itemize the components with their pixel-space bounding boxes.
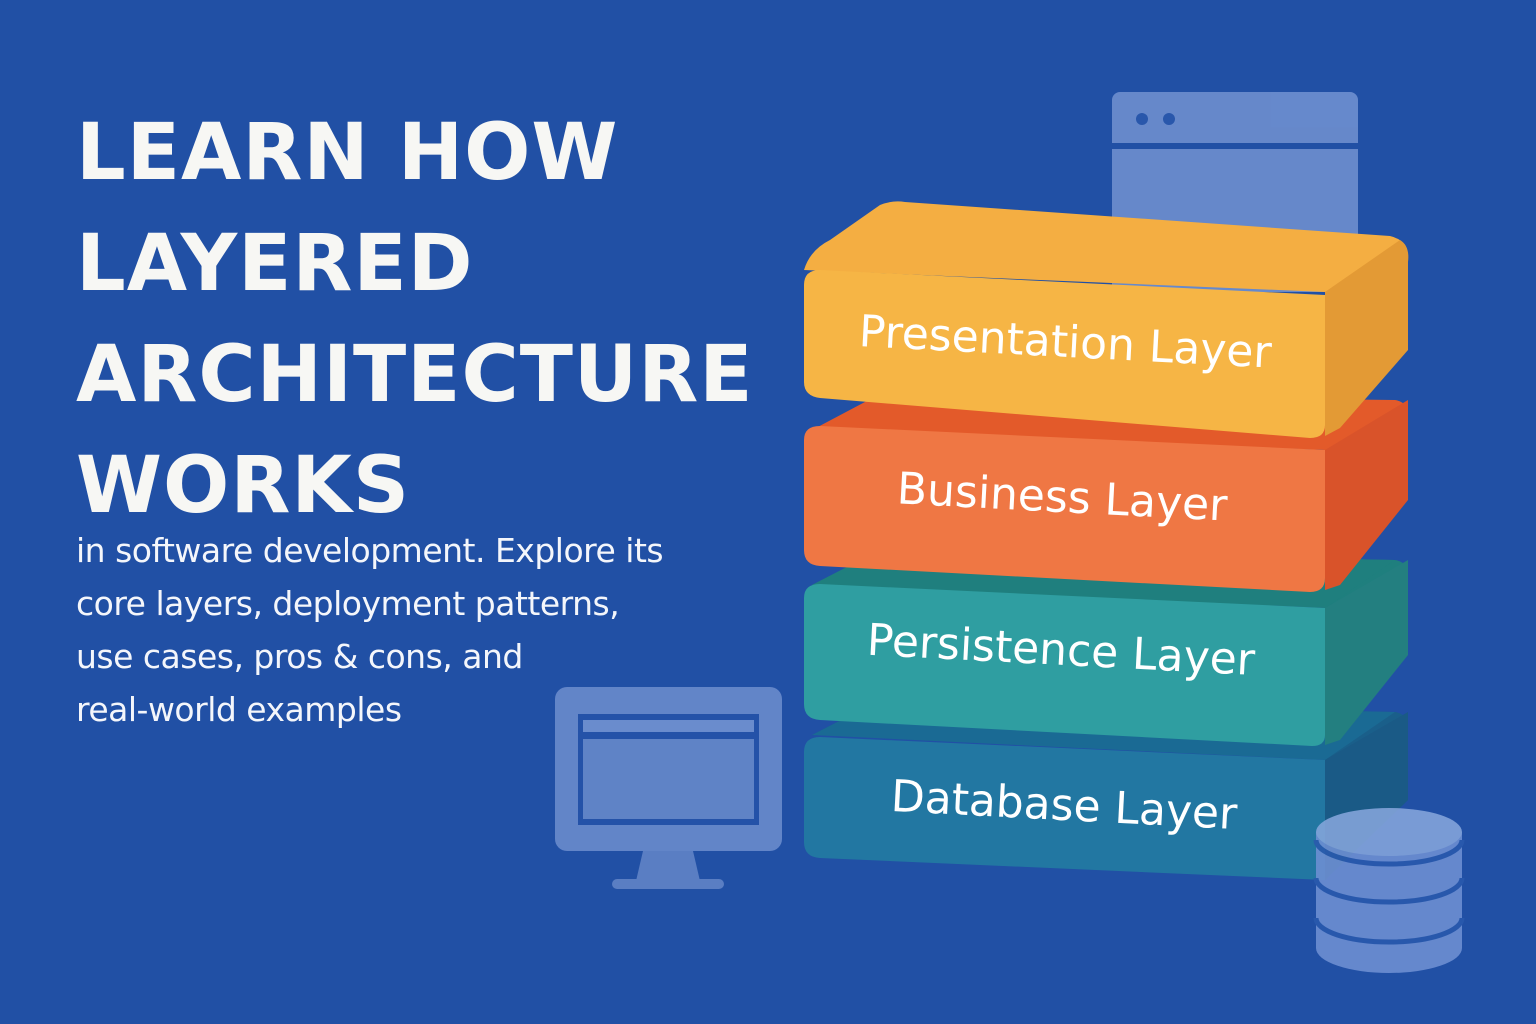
monitor-icon xyxy=(555,687,782,889)
subtitle-line: core layers, deployment patterns, xyxy=(76,584,620,623)
layer-block-business xyxy=(804,394,1408,592)
database-icon xyxy=(1313,808,1465,973)
subtitle-line: in software development. Explore its xyxy=(76,531,664,570)
subtitle-line: use cases, pros & cons, and xyxy=(76,637,523,676)
headline-line: WORKS xyxy=(76,441,411,531)
headline: LEARN HOW LAYERED ARCHITECTURE WORKS xyxy=(76,98,754,542)
headline-line: LEARN HOW xyxy=(76,108,619,198)
subtitle: in software development. Explore its cor… xyxy=(76,524,664,736)
headline-line: LAYERED xyxy=(76,219,474,309)
layer-block-presentation xyxy=(804,201,1409,438)
subtitle-line: real-world examples xyxy=(76,690,402,729)
headline-line: ARCHITECTURE xyxy=(76,330,754,420)
